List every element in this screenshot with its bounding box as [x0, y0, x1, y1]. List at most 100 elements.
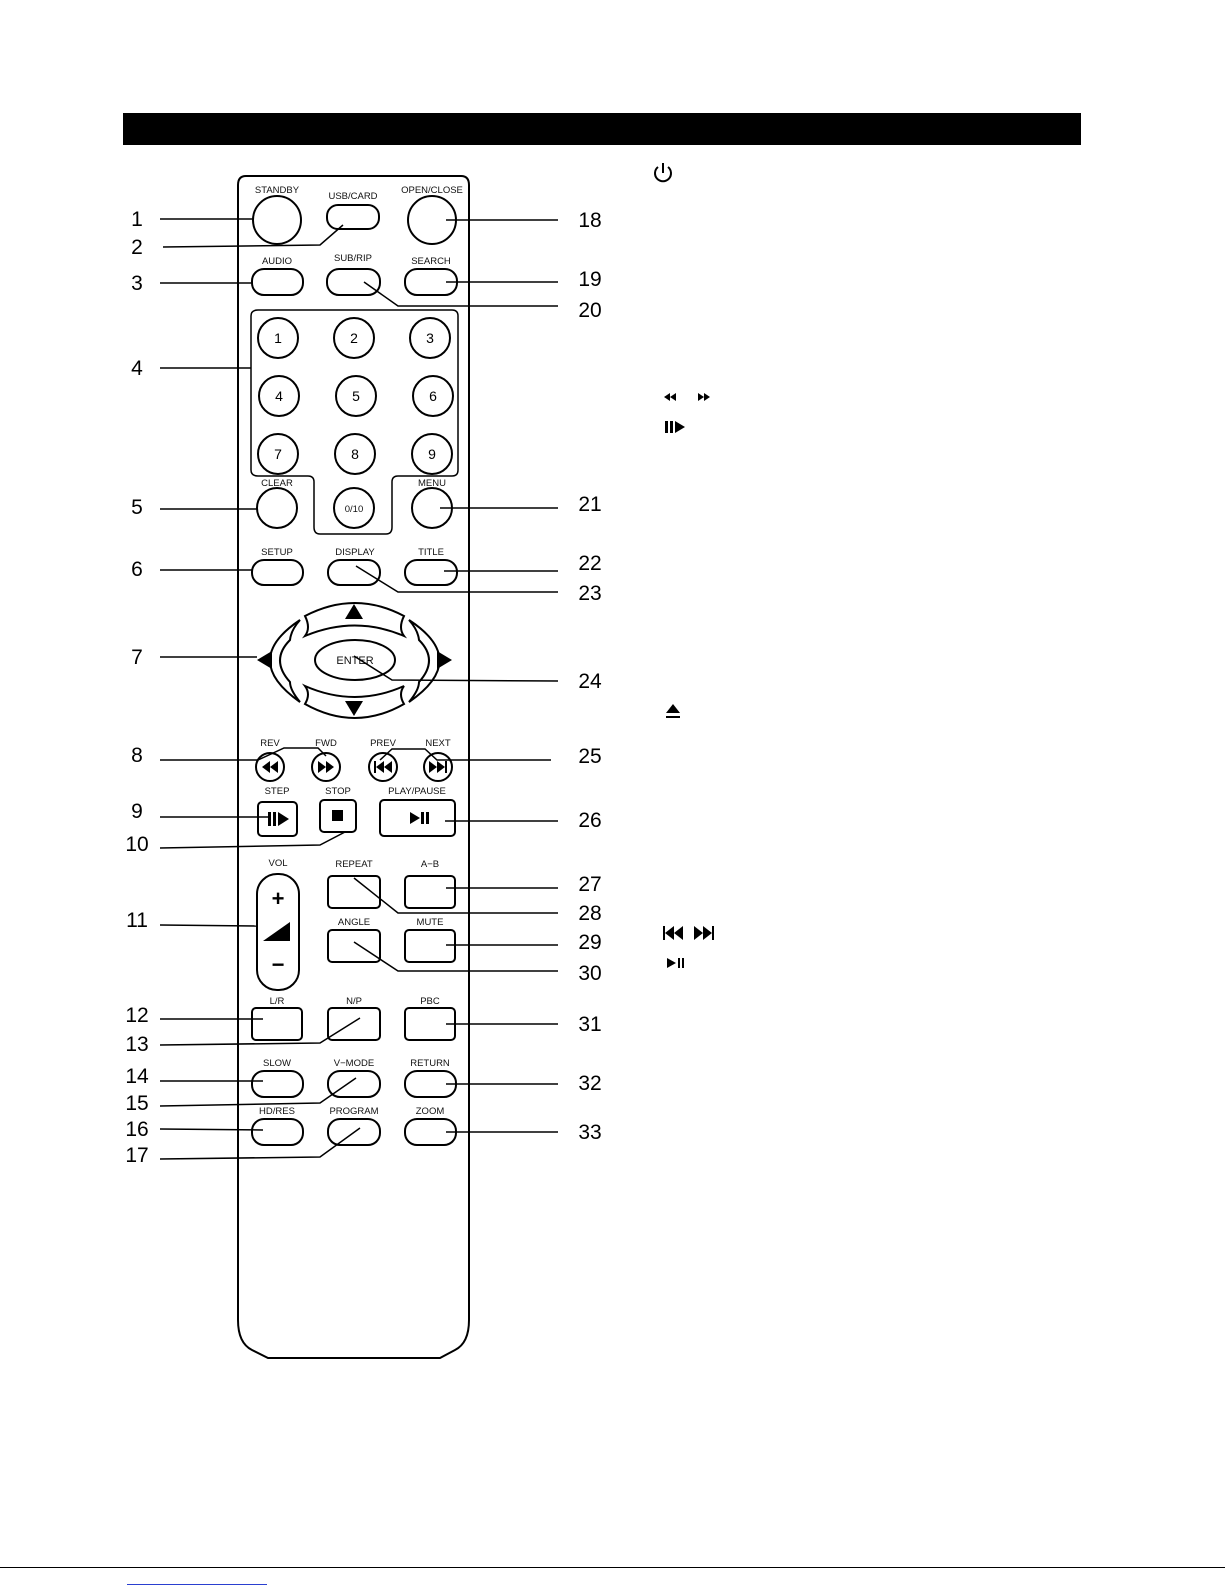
num-key-1-label: 1 [274, 330, 282, 346]
eject-icon [666, 704, 680, 718]
callout-23: 23 [578, 582, 601, 605]
zero-ten-button[interactable] [333, 487, 375, 529]
num-key-4-label: 4 [275, 388, 283, 404]
callout-4: 4 [131, 357, 143, 380]
play-pause-label: PLAY/PAUSE [388, 786, 446, 797]
callout-18: 18 [578, 209, 601, 232]
callout-21: 21 [578, 493, 601, 516]
num-key-3[interactable] [409, 317, 451, 359]
step-button[interactable] [257, 801, 298, 837]
callout-16: 16 [125, 1118, 148, 1141]
setup-button[interactable] [251, 559, 304, 586]
num-key-6[interactable] [412, 375, 454, 417]
power-icon [654, 163, 672, 183]
clear-button[interactable] [256, 487, 298, 529]
mute-label: MUTE [417, 917, 444, 928]
stop-icon [332, 810, 343, 821]
l-r-button[interactable] [251, 1007, 303, 1041]
hd-res-button[interactable] [251, 1118, 304, 1146]
slow-label: SLOW [263, 1058, 291, 1069]
enter-label: ENTER [336, 655, 373, 667]
next-icon [429, 761, 447, 773]
volume-ramp-icon [263, 922, 290, 941]
l-r-label: L/R [270, 996, 285, 1007]
angle-button[interactable] [327, 929, 381, 963]
prev-label: PREV [370, 738, 397, 749]
left-arrow-icon [257, 651, 272, 669]
remote-body [237, 175, 470, 1359]
step-icon [268, 812, 289, 826]
step-label: STEP [265, 786, 290, 797]
standby-button[interactable] [252, 195, 302, 245]
repeat-label: REPEAT [335, 859, 373, 870]
num-key-9[interactable] [411, 433, 453, 475]
callout-25: 25 [578, 745, 601, 768]
usb-card-button[interactable] [326, 204, 380, 230]
num-key-8[interactable] [334, 433, 376, 475]
callout-24: 24 [578, 670, 602, 693]
slow-button[interactable] [251, 1070, 304, 1098]
callout-2: 2 [131, 236, 143, 259]
callout-11: 11 [126, 909, 148, 932]
num-key-1[interactable] [257, 317, 299, 359]
a-b-button[interactable] [404, 875, 456, 909]
num-key-2-label: 2 [350, 330, 358, 346]
num-key-7-label: 7 [274, 446, 282, 462]
previous-icon [374, 761, 392, 773]
rewind-forward-icon [664, 393, 710, 401]
callout-7: 7 [131, 646, 143, 669]
title-button[interactable] [404, 559, 458, 586]
n-p-button[interactable] [327, 1007, 381, 1041]
callout-33: 33 [578, 1121, 601, 1144]
callout-31: 31 [578, 1013, 601, 1036]
callout-8: 8 [131, 744, 143, 767]
num-key-2[interactable] [333, 317, 375, 359]
display-button[interactable] [327, 559, 381, 586]
standby-label: STANDBY [255, 185, 300, 196]
callout-1: 1 [131, 208, 143, 231]
num-key-6-label: 6 [429, 388, 437, 404]
fast-forward-icon [318, 761, 334, 773]
num-key-5[interactable] [335, 375, 377, 417]
num-key-9-label: 9 [428, 446, 436, 462]
title-label: TITLE [418, 547, 444, 558]
num-key-5-label: 5 [352, 388, 360, 404]
num-key-4[interactable] [258, 375, 300, 417]
callout-29: 29 [578, 931, 601, 954]
zoom-label: ZOOM [416, 1106, 445, 1117]
repeat-button[interactable] [327, 875, 381, 909]
section-header-bar [123, 113, 1081, 145]
play-pause-legend-icon [667, 958, 684, 968]
num-key-8-label: 8 [351, 446, 359, 462]
audio-button[interactable] [251, 268, 304, 296]
play-pause-icon [410, 812, 429, 824]
num-key-3-label: 3 [426, 330, 434, 346]
callout-22: 22 [578, 552, 601, 575]
return-label: RETURN [410, 1058, 450, 1069]
callout-27: 27 [578, 873, 601, 896]
callout-30: 30 [578, 962, 601, 985]
rev-label: REV [260, 738, 280, 749]
sub-rip-button[interactable] [326, 268, 381, 296]
pbc-label: PBC [420, 996, 440, 1007]
v-mode-button[interactable] [327, 1070, 381, 1098]
step-legend-icon [665, 421, 685, 433]
callout-3: 3 [131, 272, 143, 295]
angle-label: ANGLE [338, 917, 370, 928]
callout-13: 13 [125, 1033, 148, 1056]
usb-card-label: USB/CARD [328, 191, 377, 202]
callout-17: 17 [125, 1144, 148, 1167]
callout-12: 12 [125, 1004, 148, 1027]
callout-19: 19 [578, 268, 601, 291]
callout-5: 5 [131, 496, 143, 519]
v-mode-label: V−MODE [334, 1058, 374, 1069]
mute-button[interactable] [404, 929, 456, 963]
search-label: SEARCH [411, 256, 451, 267]
callout-15: 15 [125, 1092, 148, 1115]
vol-plus-label: + [272, 886, 285, 911]
num-key-7[interactable] [257, 433, 299, 475]
display-label: DISPLAY [335, 547, 375, 558]
stop-label: STOP [325, 786, 351, 797]
nav-up-button[interactable] [301, 602, 408, 639]
